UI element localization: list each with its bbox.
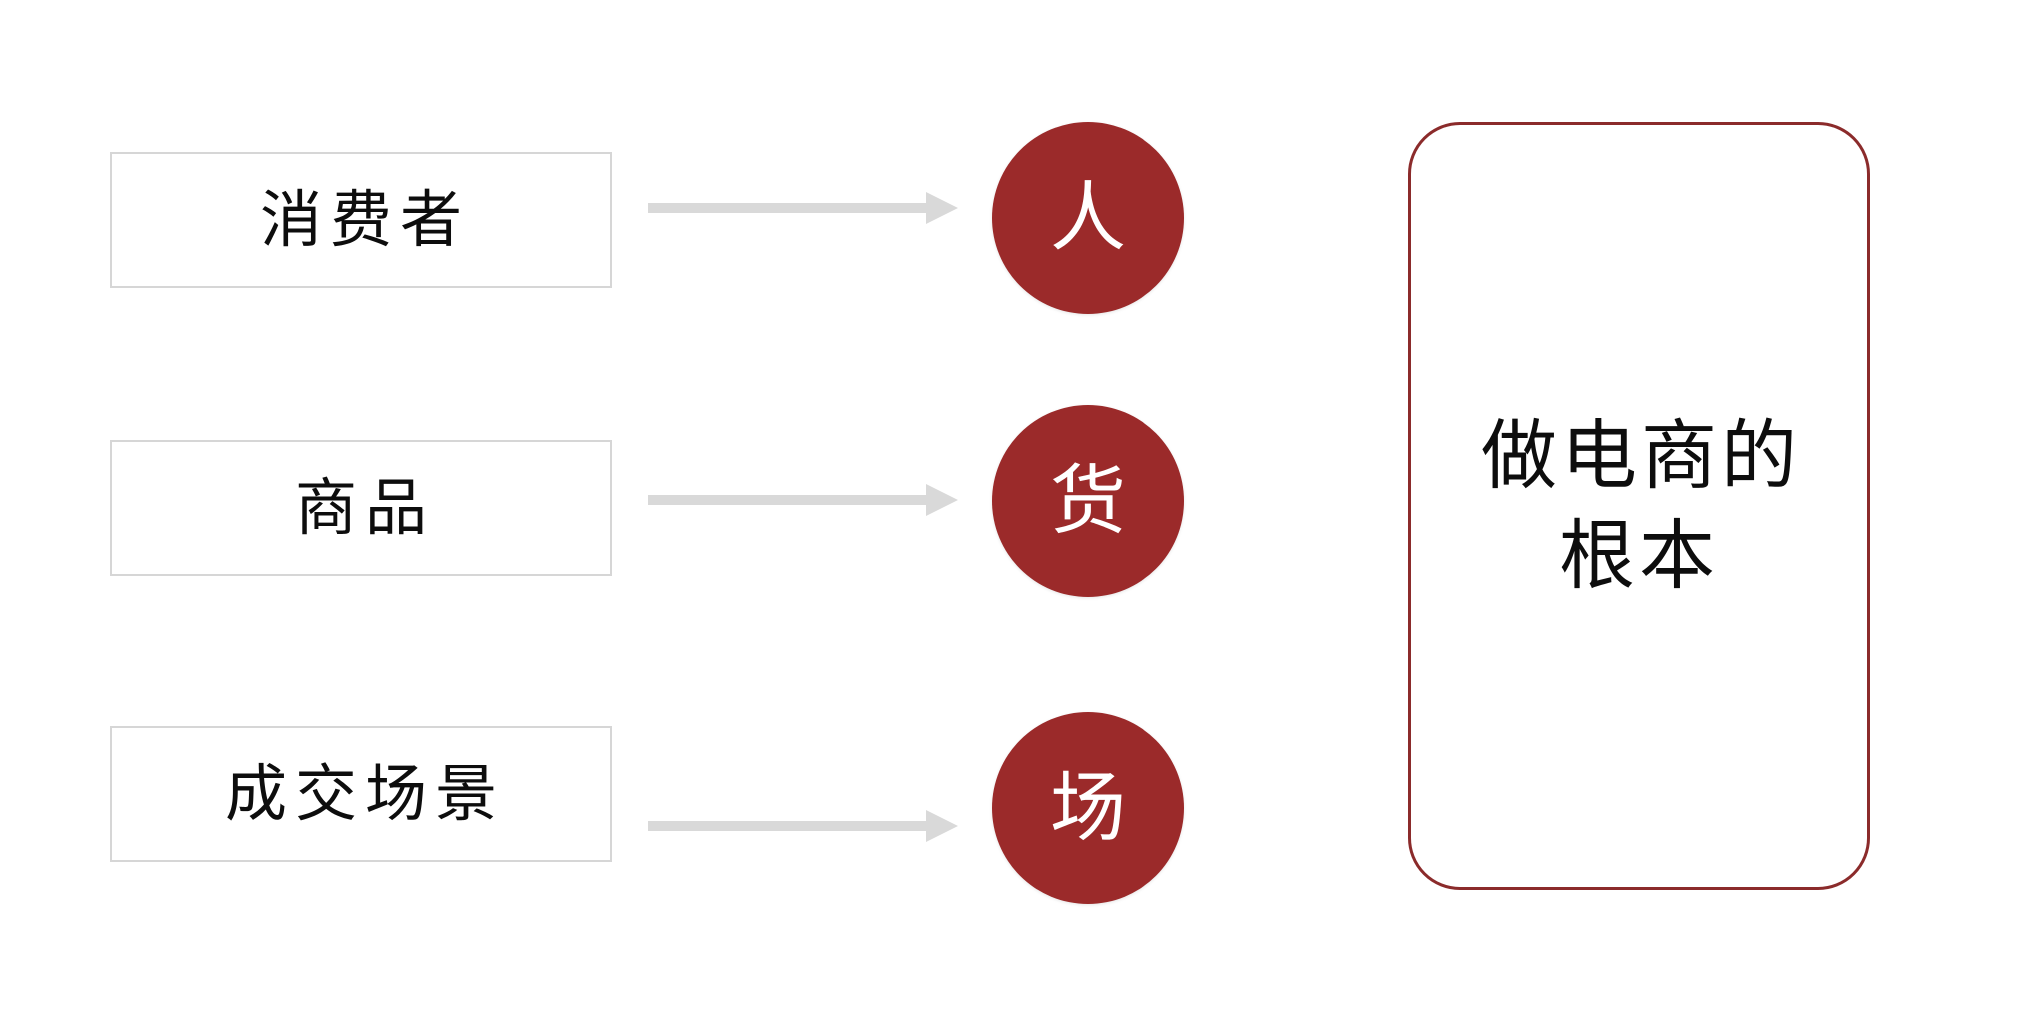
right-arrow-icon-consumer [648,188,958,228]
right-arrow-icon-scene [648,806,958,846]
target-circle-chang-label: 场 [1050,763,1126,852]
target-circle-ren[interactable]: 人 [992,122,1184,314]
source-box-scene[interactable]: 成交场景 [110,726,612,862]
right-arrow-icon-goods [648,480,958,520]
right-arrow-icon [648,192,958,224]
source-box-consumer[interactable]: 消费者 [110,152,612,288]
source-box-goods-label: 商品 [294,471,435,544]
conclusion-panel[interactable]: 做电商的 根本 [1408,122,1870,890]
right-arrow-icon [648,810,958,842]
source-box-consumer-label: 消费者 [259,183,470,256]
target-circle-huo[interactable]: 货 [992,405,1184,597]
target-circle-huo-label: 货 [1050,456,1126,545]
target-circle-ren-label: 人 [1050,173,1126,262]
conclusion-panel-text: 做电商的 根本 [1481,410,1801,600]
source-box-goods[interactable]: 商品 [110,440,612,576]
target-circle-chang[interactable]: 场 [992,712,1184,904]
right-arrow-icon [648,484,958,516]
source-box-scene-label: 成交场景 [224,757,505,830]
